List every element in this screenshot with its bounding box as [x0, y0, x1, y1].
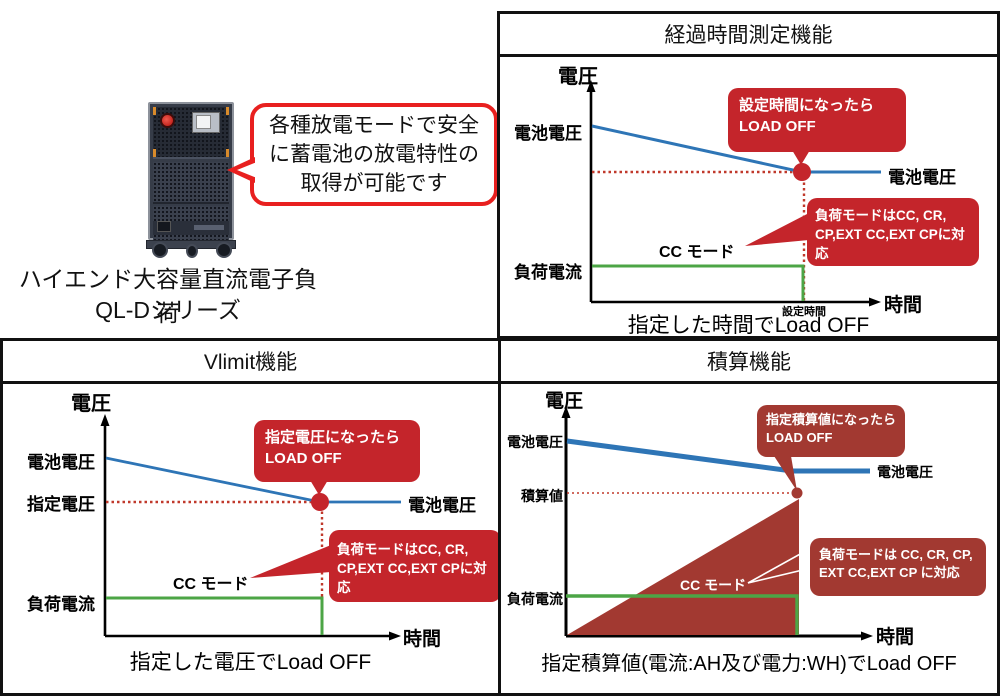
- panel-title: Vlimit機能: [3, 341, 498, 384]
- load-current-label: 負荷電流: [507, 591, 563, 607]
- device-nameplate: [194, 225, 224, 230]
- callout-wedge: [250, 545, 331, 578]
- callout-line: EXT CC,EXT CP に対応: [819, 565, 960, 581]
- callout-line: LOAD OFF: [265, 450, 342, 467]
- x-axis-label: 時間: [876, 627, 915, 648]
- event-callout: 指定電圧になったら LOAD OFF: [254, 420, 420, 495]
- device-vent-panel: [153, 162, 229, 204]
- x-axis-label: 時間: [884, 295, 923, 316]
- product-image: [146, 100, 236, 258]
- callout-line: 設定時間になったら: [739, 97, 875, 114]
- load-current-line: [106, 596, 324, 635]
- device-connector: [157, 221, 171, 232]
- vlimit-chart: 電圧 電池電圧 指定電圧 電池電圧 負荷電流 CC モード 時間 指定電圧になっ…: [3, 384, 501, 693]
- loadoff-dot: [793, 163, 811, 181]
- elapsed-time-plot: [586, 80, 881, 307]
- panel-caption: 指定した時間でLoad OFF: [627, 314, 870, 337]
- accent-mark: [226, 149, 229, 157]
- callout-line: 指定電圧になったら: [265, 429, 401, 446]
- event-callout-tail: [774, 456, 797, 491]
- panel-integral: 積算機能 電圧 電池電圧 積算値 電池電圧 負荷電流 CC モード: [498, 338, 1000, 696]
- panel-elapsed-time: 経過時間測定機能 電圧 電池電圧 電池電圧 負荷電流 CC モード 時間 設定時…: [497, 11, 1000, 339]
- battery-voltage-label-left: 電池電圧: [27, 453, 95, 472]
- event-callout: 指定積算値になったら LOAD OFF: [757, 405, 905, 457]
- y-axis-label: 電圧: [71, 393, 111, 415]
- load-current-line: [592, 264, 805, 301]
- panel-title: 積算機能: [501, 341, 997, 384]
- bubble-text-line: に蓄電池の放電特性の: [269, 143, 479, 166]
- panel-vlimit: Vlimit機能 電圧 電池電圧 指定電圧 電池電圧 負荷電流 CC モード 時…: [0, 338, 501, 696]
- bubble-text-line: 各種放電モードで安全: [269, 114, 479, 137]
- x-axis-arrow: [869, 297, 881, 307]
- battery-voltage-label-right: 電池電圧: [408, 496, 476, 515]
- callout-line: CP,EXT CC,EXT CPに対応: [815, 226, 965, 261]
- battery-voltage-label-right: 電池電圧: [888, 168, 956, 187]
- caster-wheel-icon: [152, 242, 168, 258]
- y-axis-label: 電圧: [558, 66, 598, 88]
- accent-mark: [226, 107, 229, 115]
- x-axis-arrow: [861, 631, 873, 641]
- callout-line: LOAD OFF: [766, 430, 833, 446]
- speech-bubble: 各種放電モードで安全 に蓄電池の放電特性の 取得が可能です: [227, 103, 498, 206]
- panel-caption: 指定した電圧でLoad OFF: [129, 651, 372, 674]
- loadoff-dot: [311, 493, 329, 511]
- load-current-line: [566, 594, 799, 635]
- y-axis-arrow: [586, 80, 596, 92]
- callout-line: CP,EXT CC,EXT CPに対応: [337, 560, 487, 595]
- device-bottom-strip: [153, 221, 229, 235]
- event-callout: 設定時間になったら LOAD OFF: [728, 88, 906, 165]
- panel-caption: 指定積算値(電流:AH及び電力:WH)でLoad OFF: [541, 653, 957, 675]
- accent-mark: [153, 149, 156, 157]
- callout-wedge: [745, 213, 809, 246]
- bubble-text-line: 取得が可能です: [300, 172, 448, 195]
- x-axis-label: 時間: [403, 629, 442, 650]
- battery-voltage-label-left: 電池電圧: [514, 124, 582, 143]
- callout-line: LOAD OFF: [739, 118, 816, 135]
- panel-title: 経過時間測定機能: [500, 14, 997, 57]
- product-caption-line1: ハイエンド大容量直流電子負荷: [18, 266, 318, 326]
- vlimit-plot: [100, 414, 401, 641]
- emergency-stop-button-icon: [160, 113, 175, 128]
- load-mode-callout: 負荷モードはCC, CR, CP,EXT CC,EXT CPに対応: [329, 530, 501, 602]
- load-mode-callout: 負荷モードはCC, CR, CP,EXT CC,EXT CPに対応: [807, 198, 979, 266]
- callout-line: 指定積算値になったら: [766, 412, 897, 427]
- load-mode-callout: 負荷モードは CC, CR, CP, EXT CC,EXT CP に対応: [810, 538, 986, 596]
- cc-mode-label: CC モード: [659, 244, 735, 261]
- x-axis-arrow: [389, 631, 401, 641]
- callout-tail: [792, 150, 810, 165]
- device-top-panel: [153, 107, 229, 159]
- product-caption-line2: QL-Dシリーズ: [95, 297, 241, 323]
- loadoff-dot: [791, 487, 803, 499]
- set-voltage-label: 指定電圧: [27, 495, 95, 514]
- battery-voltage-label-right: 電池電圧: [877, 464, 933, 480]
- cc-mode-label: CC モード: [173, 576, 249, 593]
- integral-value-label: 積算値: [521, 488, 563, 504]
- callout-tail: [310, 480, 328, 495]
- load-current-label: 負荷電流: [514, 263, 582, 282]
- callout-line: 負荷モードはCC, CR,: [815, 208, 947, 223]
- y-axis-arrow: [100, 414, 110, 426]
- accent-mark: [153, 107, 156, 115]
- elapsed-time-chart: 電圧 電池電圧 電池電圧 負荷電流 CC モード 時間 設定時間 設定時間になっ…: [500, 57, 997, 337]
- integral-chart: 電圧 電池電圧 積算値 電池電圧 負荷電流 CC モード 時間 指定積算値になっ…: [501, 384, 997, 693]
- battery-voltage-label-left: 電池電圧: [507, 434, 563, 450]
- integral-area-triangle: [567, 499, 799, 635]
- load-current-label: 負荷電流: [27, 595, 95, 614]
- callout-line: 負荷モードは CC, CR, CP,: [819, 547, 973, 562]
- caster-wheel-icon: [216, 242, 232, 258]
- callout-line: 負荷モードはCC, CR,: [337, 542, 469, 557]
- device-display: [192, 112, 220, 133]
- integral-plot: [561, 406, 873, 641]
- device-body: [148, 102, 234, 242]
- y-axis-arrow: [561, 406, 571, 418]
- y-axis-label: 電圧: [545, 391, 584, 412]
- caster-wheel-icon: [186, 244, 198, 258]
- cc-mode-label: CC モード: [680, 577, 747, 593]
- set-time-tick-label: 設定時間: [782, 306, 826, 318]
